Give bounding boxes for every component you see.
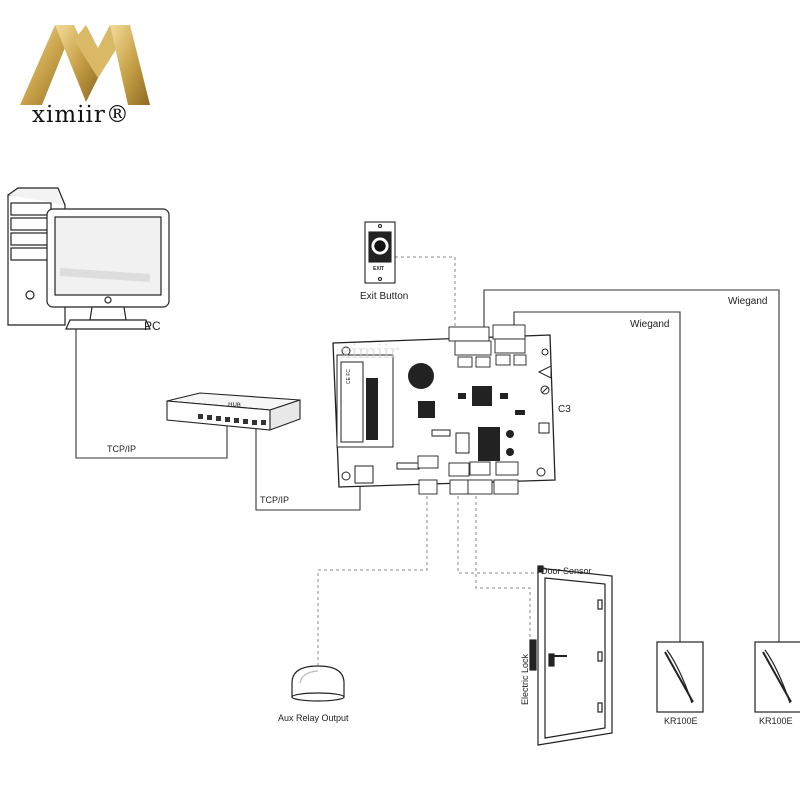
controller-board: CE FC — [332, 324, 556, 495]
wire-wiegand-reader-2 — [483, 289, 780, 642]
wire-electric-lock — [475, 496, 531, 640]
logo-mark-right — [110, 25, 150, 105]
logo-mark-center — [55, 25, 98, 102]
wiegand-label-2: Wiegand — [728, 296, 767, 307]
cpu-chip — [472, 386, 492, 406]
aux-relay-device — [291, 665, 345, 702]
aux-relay-label: Aux Relay Output — [278, 713, 349, 723]
solid-wires — [75, 289, 780, 642]
exit-button-label: Exit Button — [360, 291, 408, 302]
logo-mark-left — [20, 25, 74, 105]
door-sensor — [537, 565, 544, 573]
tcpip-label-1: TCP/IP — [107, 444, 136, 454]
wire-wiegand-reader-1 — [513, 311, 681, 642]
dashed-wires — [317, 256, 538, 665]
relay-block — [478, 427, 500, 461]
network-hub — [166, 392, 301, 431]
wire-hub-controller — [255, 425, 361, 511]
controller-label: C3 — [558, 404, 571, 415]
door — [529, 565, 613, 746]
top-terminal-blocks — [448, 324, 527, 368]
hub-ports — [198, 414, 266, 425]
ethernet-port — [354, 465, 374, 484]
wire-pc-hub — [75, 322, 228, 459]
door-sensor-label: Door Sensor — [541, 566, 592, 576]
exit-button-text: EXIT — [373, 266, 384, 272]
pc-label: PC — [144, 319, 161, 333]
electric-lock — [529, 639, 537, 671]
wire-aux-relay — [317, 496, 428, 665]
ce-fc-mark: CE FC — [346, 369, 352, 384]
reader-1-label: KR100E — [664, 716, 698, 726]
watermark-text: ximiir — [340, 339, 399, 363]
wire-exit-button — [395, 256, 456, 335]
exit-button — [364, 221, 396, 284]
card-reader-2 — [754, 641, 800, 713]
door-handle — [548, 653, 555, 667]
tcpip-label-2: TCP/IP — [260, 495, 289, 505]
bottom-terminal-blocks — [417, 455, 519, 495]
brand-logo: ximiir® — [20, 25, 150, 128]
wire-door-sensor — [457, 496, 538, 574]
pc-monitor — [46, 208, 170, 330]
electric-lock-label: Electric Lock — [520, 653, 530, 705]
logo-mark-middle — [74, 25, 122, 78]
card-reader-1 — [656, 641, 704, 713]
brand-name: ximiir® — [32, 102, 130, 128]
reader-2-label: KR100E — [759, 716, 793, 726]
hub-label: HUB — [228, 402, 241, 409]
chip-1 — [418, 401, 435, 418]
wiegand-label-1: Wiegand — [630, 319, 669, 330]
buzzer — [408, 363, 434, 389]
